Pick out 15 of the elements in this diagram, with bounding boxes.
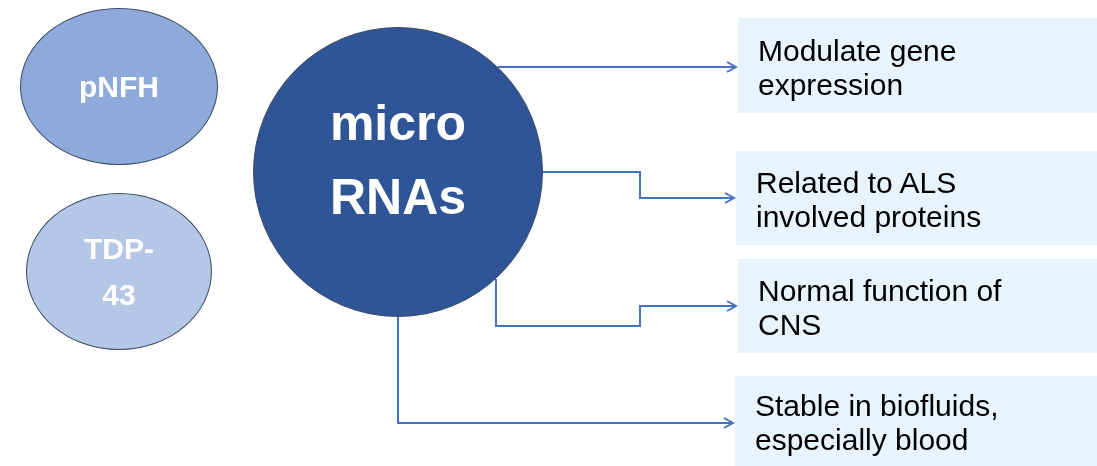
circle-label: micro RNAs xyxy=(328,94,468,227)
box-text: Stable in biofluids, especially blood xyxy=(755,389,1000,457)
arrow xyxy=(542,171,735,204)
box-text: Normal function of CNS xyxy=(758,274,1003,342)
text-box xyxy=(738,259,1097,353)
arrow xyxy=(494,277,737,327)
arrow xyxy=(497,61,737,73)
arrow xyxy=(397,316,734,429)
text-box xyxy=(735,376,1097,466)
ellipse-label: pNFH xyxy=(79,68,159,105)
text-box xyxy=(736,151,1097,245)
box-text: Modulate gene expression xyxy=(758,33,958,102)
text-box xyxy=(738,18,1097,113)
box-text: Related to ALS involved proteins xyxy=(756,166,983,234)
ellipse-label: TDP- 43 xyxy=(83,230,155,313)
